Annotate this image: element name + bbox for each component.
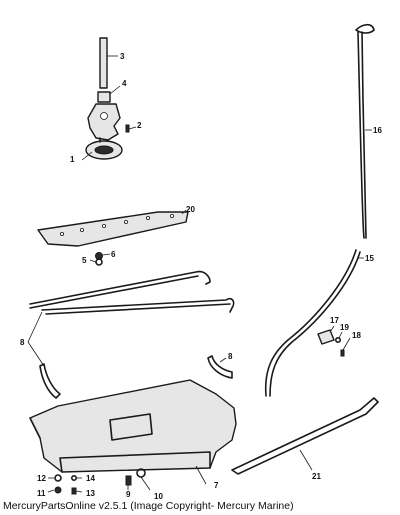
callout-21: 21 bbox=[312, 472, 321, 481]
rear-main-seal-left bbox=[39, 363, 61, 399]
callout-4: 4 bbox=[122, 79, 127, 88]
callout-12: 12 bbox=[37, 474, 46, 483]
callout-7: 7 bbox=[214, 481, 219, 490]
pump-shaft bbox=[99, 37, 108, 89]
drain-plug bbox=[125, 475, 132, 486]
callout-20: 20 bbox=[186, 205, 195, 214]
oil-pan-side-gasket bbox=[231, 397, 379, 475]
callout-18: 18 bbox=[352, 331, 361, 340]
washer-12 bbox=[54, 474, 62, 482]
tube-clip bbox=[317, 329, 335, 345]
oil-pump-assembly bbox=[85, 37, 130, 160]
windage-baffle bbox=[37, 211, 189, 247]
callout-1: 1 bbox=[70, 155, 75, 164]
copyright-caption: MercuryPartsOnline v2.5.1 (Image Copyrig… bbox=[3, 500, 294, 512]
dipstick-tube bbox=[264, 249, 357, 397]
callout-3: 3 bbox=[120, 52, 125, 61]
oil-pan bbox=[29, 379, 237, 473]
pump-bolt bbox=[125, 124, 130, 133]
callout-6: 6 bbox=[111, 250, 116, 259]
callout-19: 19 bbox=[340, 323, 349, 332]
callout-17: 17 bbox=[330, 316, 339, 325]
leader-lines bbox=[27, 55, 372, 493]
callout-8-left: 8 bbox=[20, 338, 25, 347]
washer-14 bbox=[71, 474, 78, 481]
callout-15: 15 bbox=[365, 254, 374, 263]
callout-14: 14 bbox=[86, 474, 95, 483]
pump-body bbox=[87, 103, 121, 141]
clip-bolt bbox=[340, 349, 345, 357]
callout-16: 16 bbox=[373, 126, 382, 135]
oil-pan-gasket-rail bbox=[29, 270, 235, 315]
callout-11: 11 bbox=[37, 489, 46, 498]
bolt-13 bbox=[71, 487, 77, 495]
nut-11 bbox=[54, 486, 62, 494]
callout-5: 5 bbox=[82, 256, 87, 265]
callout-2: 2 bbox=[137, 121, 142, 130]
callout-10: 10 bbox=[154, 492, 163, 501]
callout-13: 13 bbox=[86, 489, 95, 498]
dipstick bbox=[355, 23, 375, 239]
clip-washer bbox=[334, 336, 341, 343]
shaft-collar bbox=[97, 91, 111, 103]
rear-main-seal-right bbox=[207, 355, 233, 379]
callout-9: 9 bbox=[126, 490, 131, 499]
callout-labels: 1 2 3 4 5 6 7 8 8 9 10 11 12 13 14 15 16… bbox=[20, 52, 382, 501]
callout-8-right: 8 bbox=[228, 352, 233, 361]
